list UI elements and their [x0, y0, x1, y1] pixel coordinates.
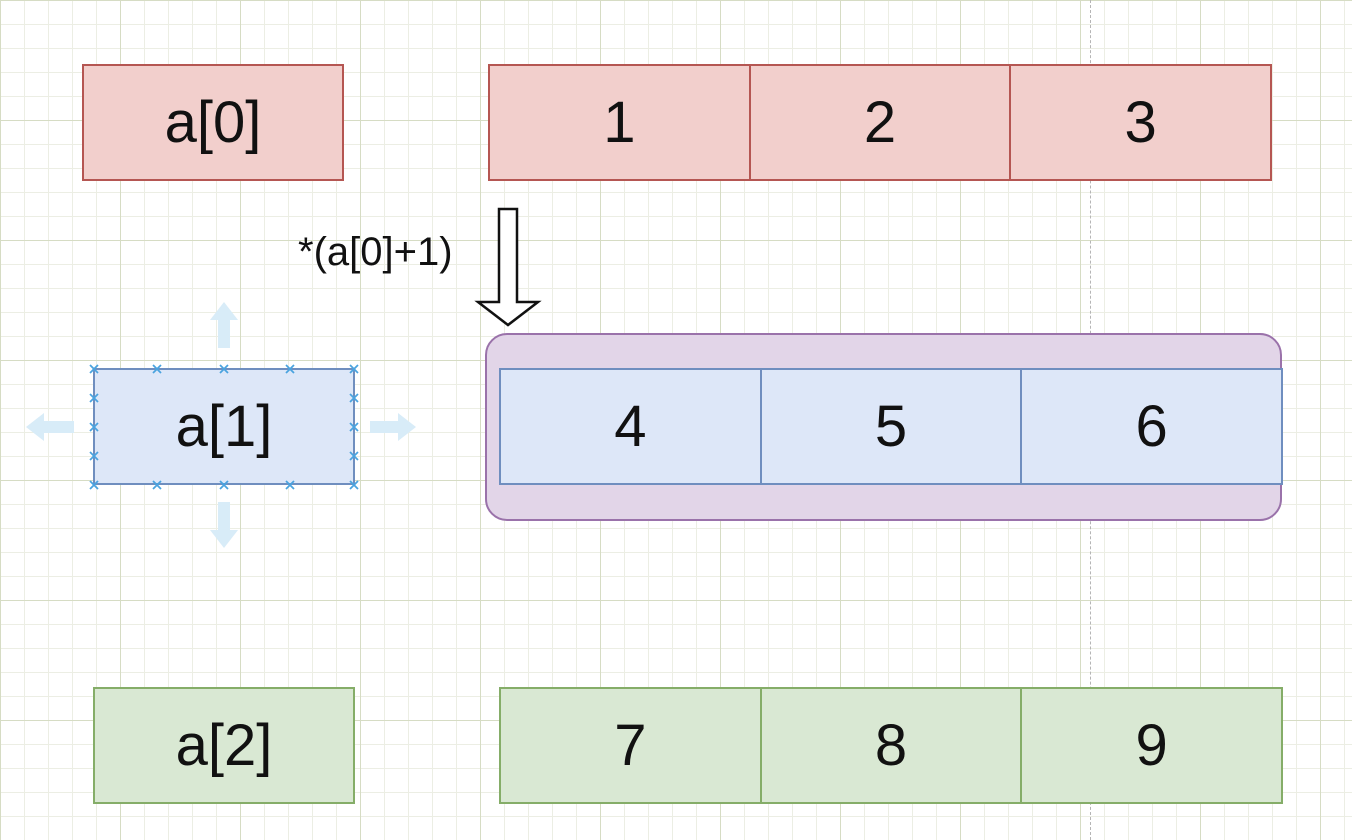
array-cell[interactable]: 4 — [501, 370, 760, 483]
pointer-arrow-icon[interactable] — [474, 207, 542, 327]
selection-handle[interactable] — [219, 364, 229, 374]
array-cell[interactable]: 6 — [1020, 370, 1281, 483]
array-cell[interactable]: 2 — [748, 66, 1010, 179]
selection-handle[interactable] — [349, 480, 359, 490]
arrow-left-icon[interactable] — [26, 413, 74, 441]
cell-value: 4 — [614, 394, 647, 459]
cell-value: 2 — [863, 90, 897, 155]
array-cell[interactable]: 9 — [1020, 689, 1281, 802]
selection-handle[interactable] — [89, 451, 99, 461]
cell-value: 3 — [1124, 90, 1157, 155]
selection-handle[interactable] — [89, 422, 99, 432]
selection-handle[interactable] — [152, 480, 162, 490]
row-label-text: a[1] — [175, 394, 273, 459]
row-label-box-a1[interactable]: a[1] — [93, 368, 355, 485]
selection-handle[interactable] — [89, 480, 99, 490]
hover-arrows — [26, 302, 416, 548]
row-label-box-a2[interactable]: a[2] — [93, 687, 355, 804]
array-cell[interactable]: 3 — [1009, 66, 1270, 179]
selection-handles — [89, 364, 359, 490]
array-cell[interactable]: 8 — [759, 689, 1021, 802]
array-row-0[interactable]: 1 2 3 — [488, 64, 1272, 181]
array-cell[interactable]: 7 — [501, 689, 760, 802]
pointer-expression-label[interactable]: *(a[0]+1) — [298, 230, 453, 274]
selection-handle[interactable] — [89, 393, 99, 403]
selection-handle[interactable] — [285, 364, 295, 374]
selection-handle[interactable] — [349, 364, 359, 374]
arrow-down-icon[interactable] — [210, 502, 238, 548]
selection-handle[interactable] — [285, 480, 295, 490]
array-cell[interactable]: 5 — [759, 370, 1021, 483]
selection-handle[interactable] — [349, 393, 359, 403]
selection-handle[interactable] — [152, 364, 162, 374]
selection-handle[interactable] — [89, 364, 99, 374]
selection-handle[interactable] — [349, 422, 359, 432]
selection-handle[interactable] — [219, 480, 229, 490]
array-row-1[interactable]: 4 5 6 — [499, 368, 1283, 485]
row-label-text: a[0] — [164, 90, 262, 155]
array-cell[interactable]: 1 — [490, 66, 749, 179]
cell-value: 5 — [874, 394, 908, 459]
arrow-up-icon[interactable] — [210, 302, 238, 348]
cell-value: 1 — [603, 90, 636, 155]
cell-value: 7 — [614, 713, 647, 778]
row-label-text: a[2] — [175, 713, 273, 778]
arrow-right-icon[interactable] — [370, 413, 416, 441]
array-row-2[interactable]: 7 8 9 — [499, 687, 1283, 804]
cell-value: 9 — [1135, 713, 1168, 778]
cell-value: 6 — [1135, 394, 1168, 459]
selection-handle[interactable] — [349, 451, 359, 461]
cell-value: 8 — [874, 713, 908, 778]
row-label-box-a0[interactable]: a[0] — [82, 64, 344, 181]
